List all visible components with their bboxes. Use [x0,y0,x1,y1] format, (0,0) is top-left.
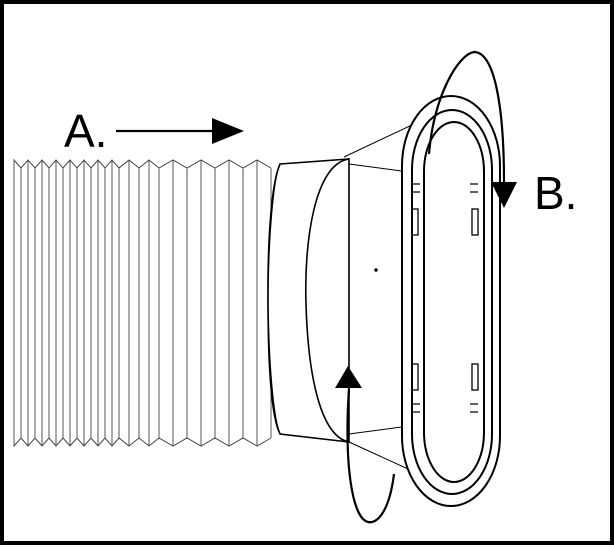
arrow-a-icon [116,118,244,144]
tab-notch [412,183,420,193]
collar-front-ring [304,158,350,443]
hose-top-edge [13,158,272,169]
tab [411,208,419,236]
collar [267,158,350,443]
flange-inner-1 [411,109,493,495]
tab-notch [470,403,478,413]
tab-notch [470,183,478,193]
tab [411,363,419,391]
corrugated-hose [13,158,272,448]
hose-bottom-edge [13,437,272,448]
flange-tabs [411,183,479,413]
tab-notch [412,403,420,413]
center-dot [374,268,378,272]
collar-body [267,158,350,443]
arrow-b-icon [427,50,517,208]
label-a: A. [64,105,108,157]
tab [471,363,479,391]
hose-adapter-illustration [13,50,517,524]
label-b: B. [534,167,578,219]
tab [471,208,479,236]
oval-flange [401,95,501,507]
flange-outer [401,95,501,507]
cone-top-line [343,123,415,158]
hose-ribs [13,160,272,446]
collar-left-edge [267,163,281,435]
flange-inner-2 [423,121,485,483]
arrow-c-icon [335,366,396,524]
